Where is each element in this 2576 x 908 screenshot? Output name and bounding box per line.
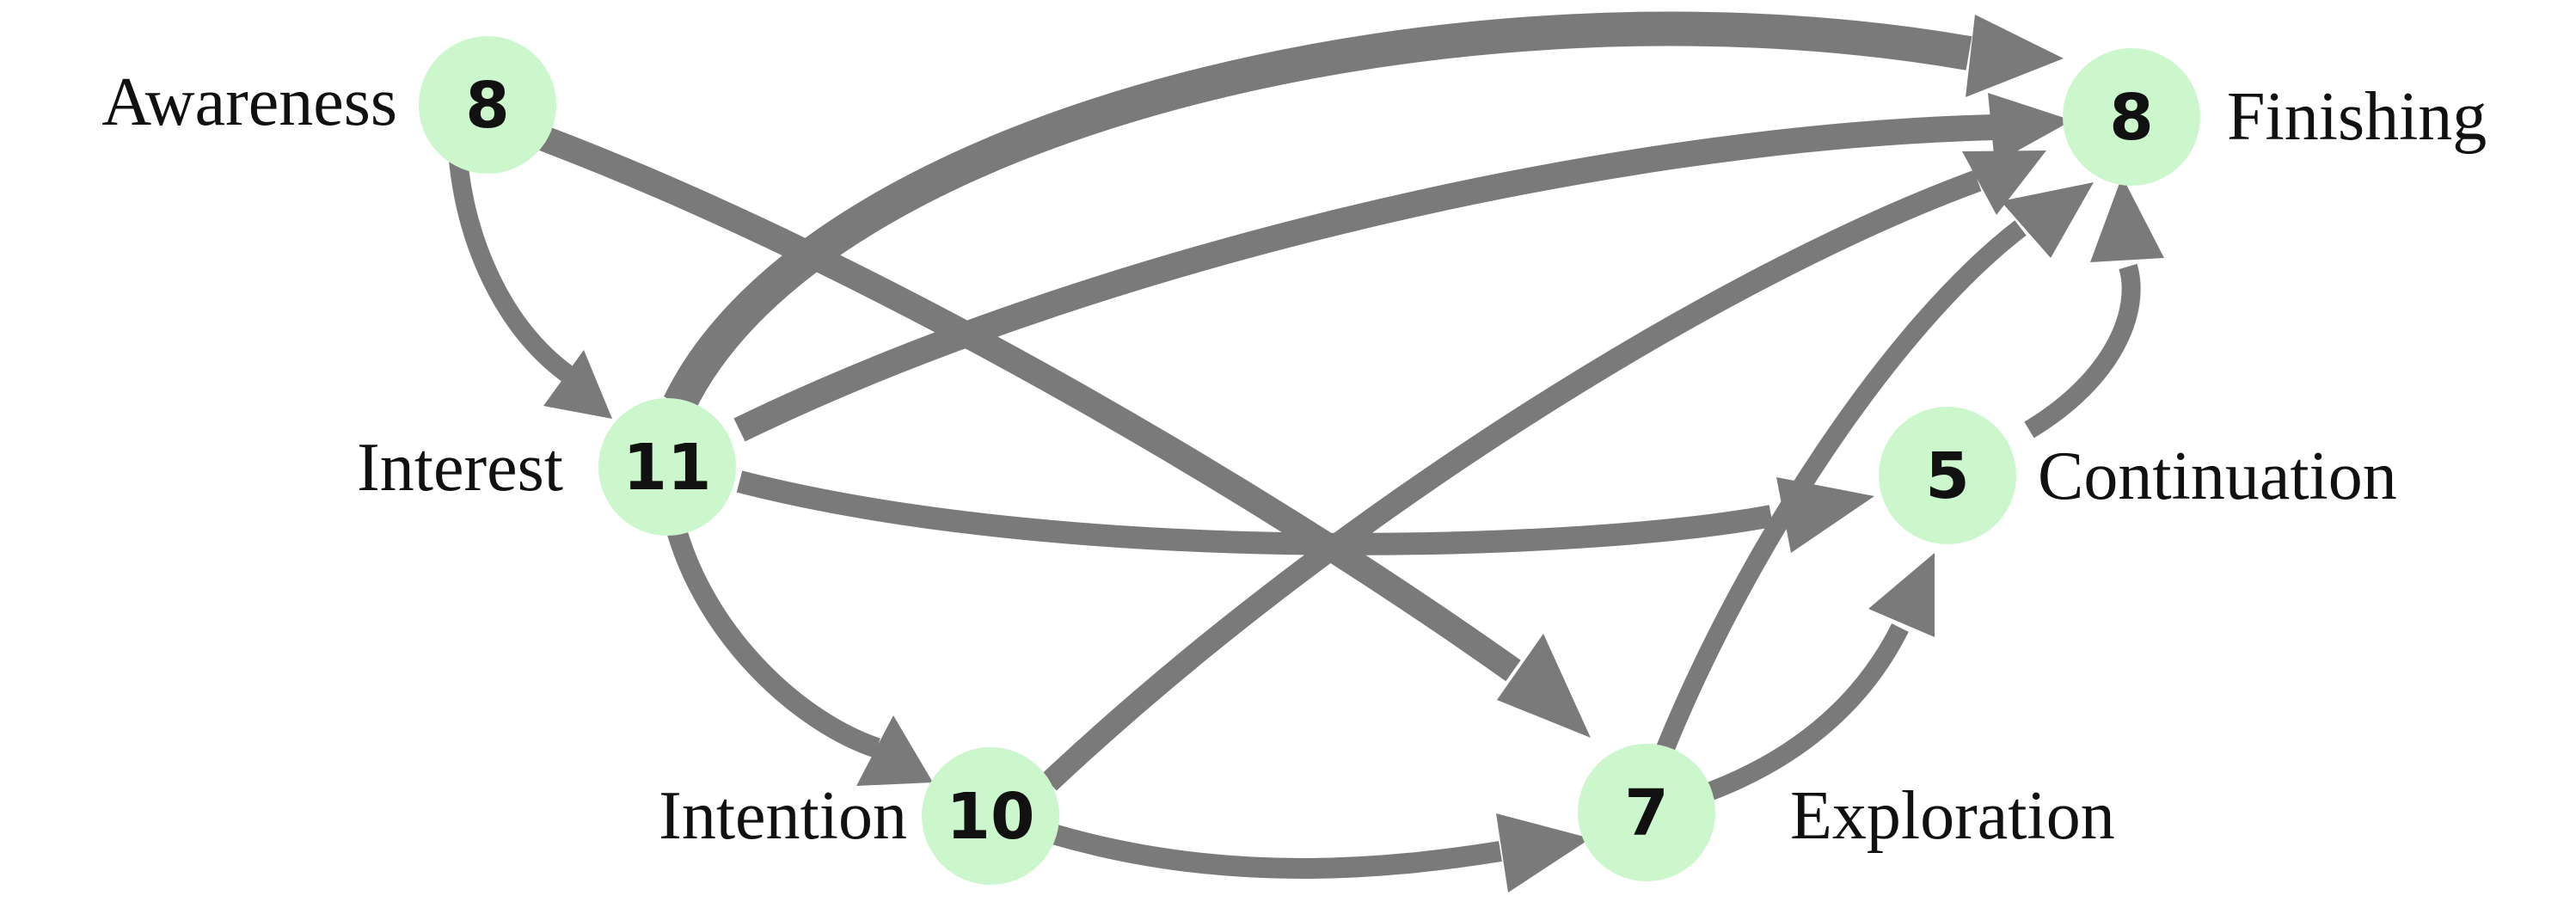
node-circle — [1879, 407, 2016, 544]
node-label: Interest — [357, 430, 563, 506]
nodes: 8 Awareness 11 Interest 10 Intention 7 E… — [101, 36, 2487, 885]
edge-awareness-exploration — [537, 125, 1521, 682]
node-intention: 10 Intention — [659, 747, 1059, 885]
node-label: Exploration — [1790, 778, 2115, 854]
node-circle — [598, 398, 736, 536]
node-label: Intention — [659, 778, 907, 854]
edge-intention-finishing — [1041, 169, 1982, 791]
node-circle — [2063, 48, 2200, 186]
edge-interest-continuation — [736, 470, 1774, 555]
edge-exploration-finishing — [1654, 220, 2027, 757]
arrowhead-intention-exploration — [1496, 813, 1591, 893]
node-finishing: 8 Finishing — [2063, 48, 2487, 186]
node-exploration: 7 Exploration — [1578, 744, 2115, 881]
node-count: 8 — [2109, 81, 2154, 155]
arrowhead-exploration-finishing — [2001, 182, 2094, 258]
node-label: Finishing — [2227, 79, 2487, 155]
node-interest: 11 Interest — [357, 398, 736, 536]
arrowhead-continuation-finishing — [2090, 176, 2164, 262]
edge-exploration-continuation — [1708, 623, 1909, 801]
node-continuation: 5 Continuation — [1879, 407, 2397, 544]
arrowhead-intention-finishing — [1962, 150, 2046, 215]
node-circle — [419, 36, 556, 174]
arrowhead-interest-finishing-upper — [1966, 15, 2064, 97]
node-label: Continuation — [2038, 439, 2397, 514]
node-label: Awareness — [101, 64, 397, 140]
node-count: 8 — [465, 69, 510, 143]
arrowhead-awareness-interest — [543, 350, 612, 419]
node-count: 10 — [947, 780, 1035, 854]
node-circle — [922, 747, 1059, 885]
edges — [448, 11, 2164, 893]
node-awareness: 8 Awareness — [101, 36, 556, 174]
edge-interest-finishing-upper — [664, 11, 1972, 412]
node-count: 5 — [1925, 439, 1970, 513]
arrowhead-exploration-continuation — [1868, 553, 1935, 637]
node-circle — [1578, 744, 1715, 881]
edge-interest-finishing-lower — [733, 114, 1996, 442]
node-count: 11 — [623, 431, 712, 505]
node-count: 7 — [1624, 776, 1669, 850]
arrowhead-interest-intention — [856, 715, 933, 786]
edge-awareness-interest — [448, 150, 573, 382]
arrowhead-interest-finishing-lower — [1988, 93, 2072, 163]
edge-intention-exploration — [1050, 824, 1502, 879]
edge-interest-intention — [665, 521, 880, 758]
arrowhead-awareness-exploration — [1497, 634, 1591, 738]
edge-continuation-finishing — [2024, 263, 2141, 439]
